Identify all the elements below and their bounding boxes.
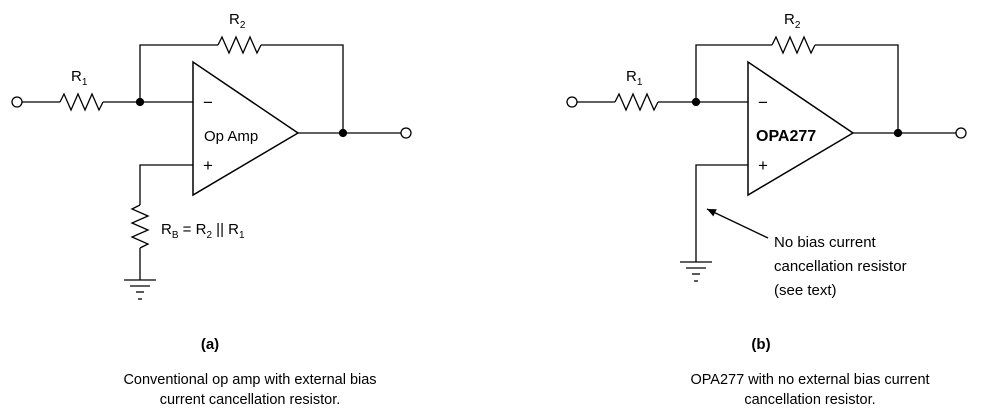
opamp-label-a: Op Amp (204, 128, 258, 145)
feedback-wire-b (695, 44, 772, 102)
output-node-b (893, 128, 903, 138)
ground-symbol-a (124, 279, 156, 300)
feedback-return-wire-a (261, 44, 344, 133)
caption-b: OPA277 with no external bias current can… (650, 370, 970, 410)
circuit-b (566, 35, 967, 282)
caption-b-line2: cancellation resistor. (744, 392, 876, 408)
r1-label-a: R1 (71, 68, 88, 88)
r1-label-b: R1 (626, 68, 643, 88)
ground-symbol-b (680, 261, 712, 282)
rb-label-a: RB = R2 || R1 (161, 221, 245, 241)
output-node-a (338, 128, 348, 138)
opamp-label-b: OPA277 (756, 128, 816, 145)
resistor-rb-a (130, 204, 150, 249)
feedback-return-wire-b (815, 44, 899, 133)
resistor-r2-b (771, 35, 816, 55)
input-terminal-b (566, 96, 578, 108)
caption-b-line1: OPA277 with no external bias current (690, 372, 930, 388)
note-line3-b: (see text) (774, 282, 837, 299)
opamp-triangle-a (192, 60, 300, 197)
output-terminal-a (400, 127, 412, 139)
figure-tag-b: (b) (751, 336, 771, 353)
note-line2-b: cancellation resistor (774, 258, 907, 275)
caption-a-line2: current cancellation resistor. (159, 392, 341, 408)
note-line1-b: No bias current (774, 234, 877, 251)
plus-sign-a: + (203, 156, 213, 175)
circuit-a (11, 35, 412, 300)
note-arrow-b (706, 208, 769, 239)
opamp-triangle-b (747, 60, 855, 197)
r2-label-b: R2 (784, 11, 801, 31)
circuit-a-labels: R1 R2 − + Op Amp RB = R2 || R1 (71, 11, 258, 241)
noninverting-input-wire-b (695, 164, 748, 262)
output-terminal-b (955, 127, 967, 139)
minus-sign-b: − (758, 93, 768, 112)
noninverting-input-wire-a (139, 164, 193, 205)
figure-tag-a: (a) (200, 336, 220, 353)
plus-sign-b: + (758, 156, 768, 175)
minus-sign-a: − (203, 93, 213, 112)
feedback-wire-a (139, 44, 218, 102)
resistor-r1-b (614, 92, 659, 112)
input-terminal-a (11, 96, 23, 108)
resistor-r1-a (59, 92, 104, 112)
resistor-r2-a (217, 35, 262, 55)
r2-label-a: R2 (229, 11, 246, 31)
circuit-b-labels: R1 R2 − + OPA277 No bias current cancell… (626, 11, 907, 299)
caption-a-line1: Conventional op amp with external bias (123, 372, 377, 388)
caption-a: Conventional op amp with external bias c… (90, 370, 410, 410)
